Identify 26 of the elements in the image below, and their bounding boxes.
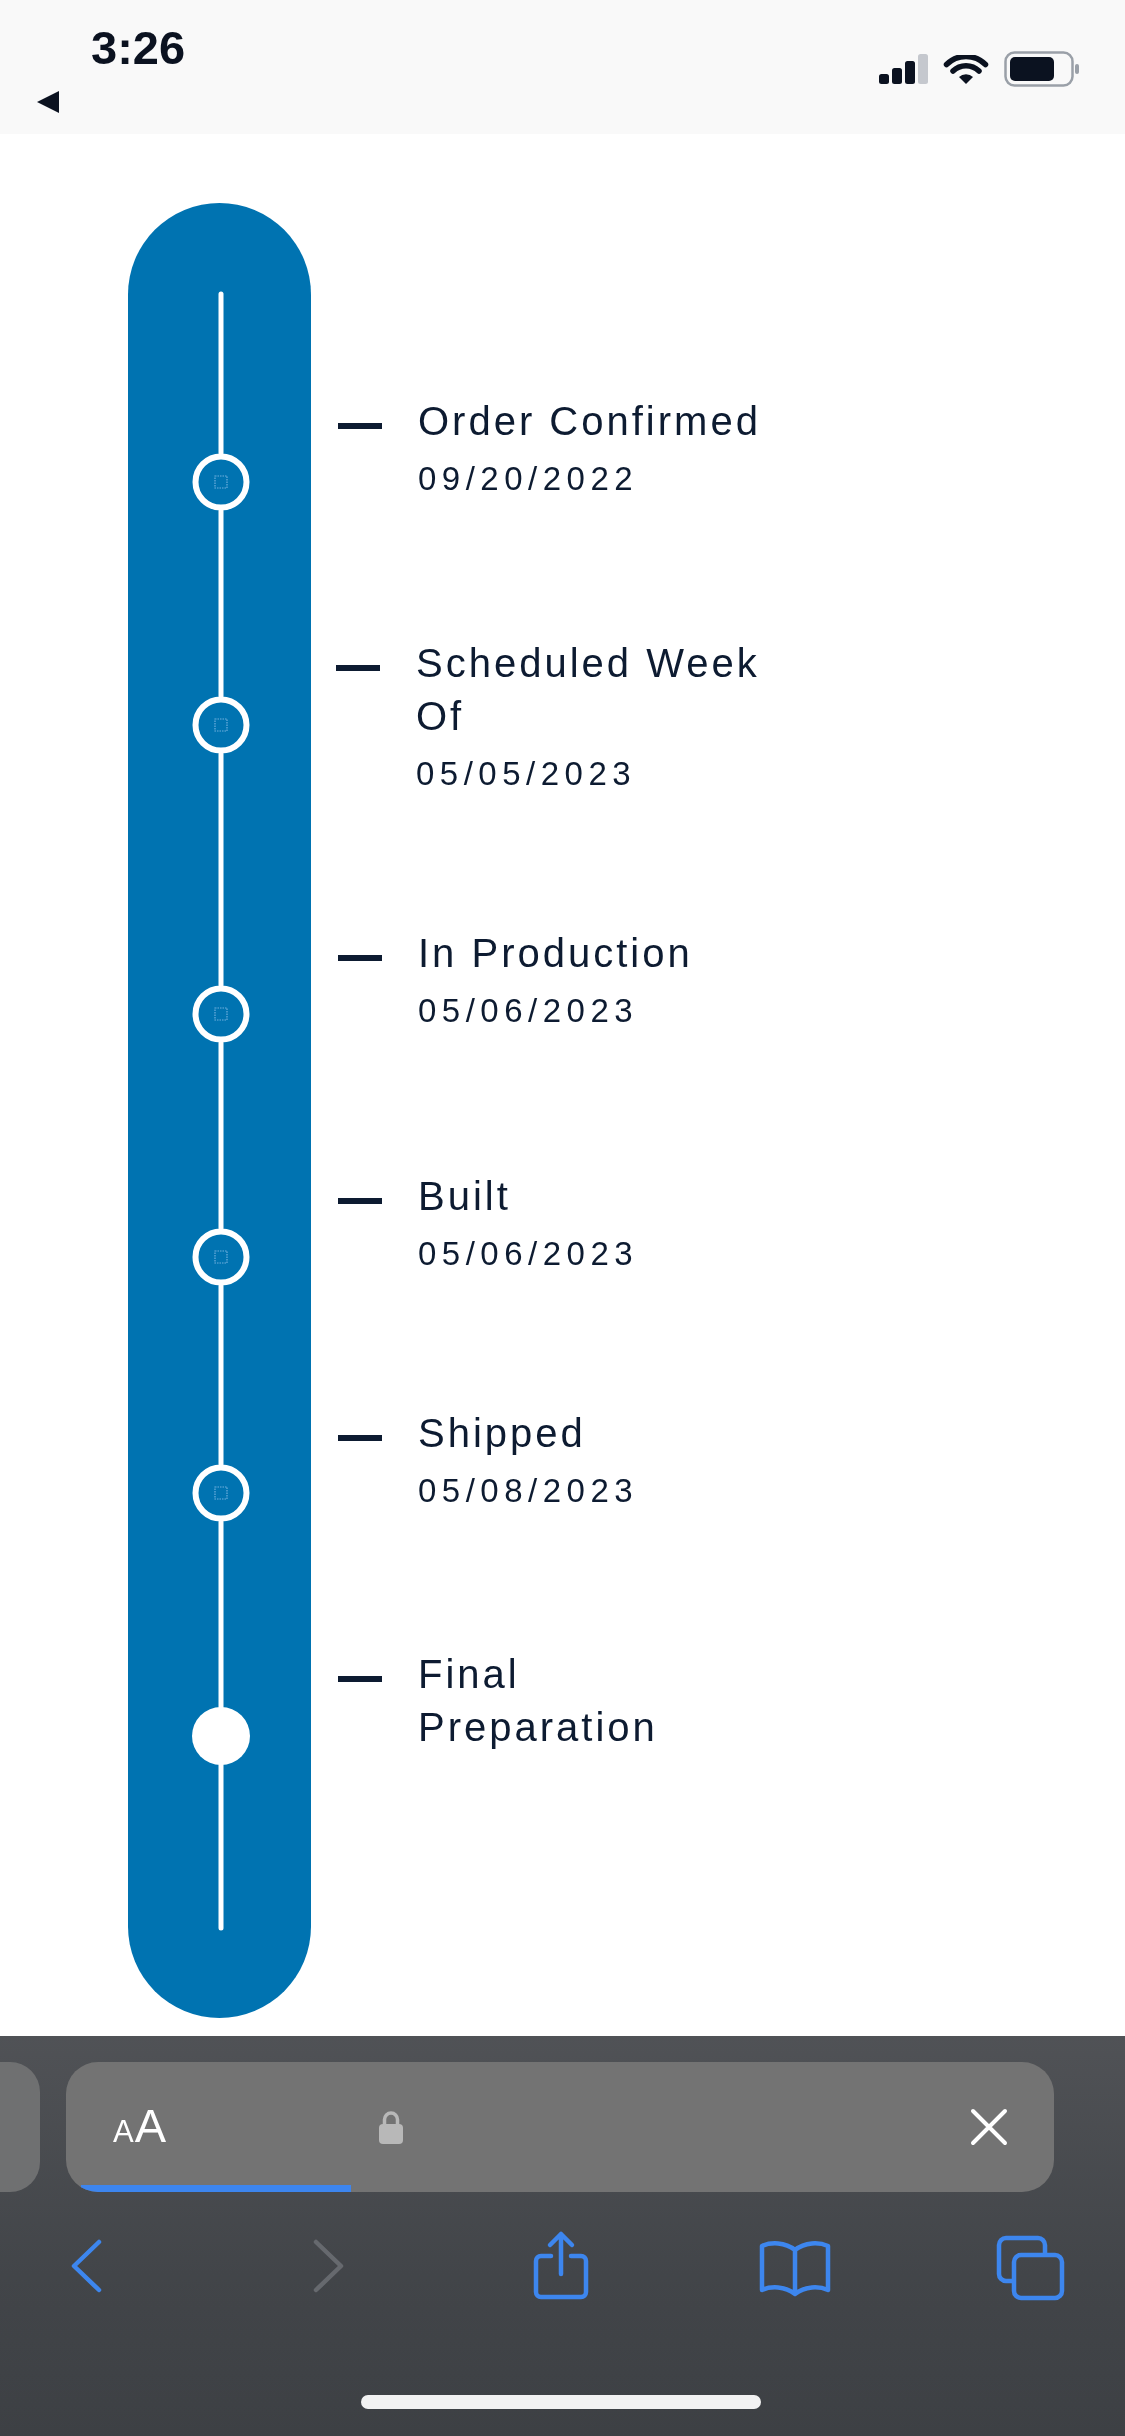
track-line — [218, 1283, 224, 1467]
track-line — [218, 1519, 224, 1710]
clock-time: 3:26 — [91, 24, 186, 71]
step-ring — [192, 1228, 250, 1286]
track-line — [218, 1762, 224, 1931]
text-size-button: AA — [113, 2099, 168, 2159]
step-dot — [192, 1707, 250, 1765]
step-date: 05/08/2023 — [418, 1471, 640, 1511]
step-title: Shipped — [418, 1410, 587, 1457]
track-line — [218, 291, 224, 456]
step-title: Scheduled Week Of — [416, 640, 761, 740]
step-title: Final Preparation — [418, 1651, 659, 1751]
step-date: 05/06/2023 — [418, 1234, 640, 1274]
step-date: 09/20/2022 — [418, 459, 640, 499]
step-ring — [192, 1464, 250, 1522]
step-title: In Production — [418, 930, 694, 977]
step-title: Order Confirmed — [418, 398, 762, 445]
step-ring — [192, 985, 250, 1043]
step-title: Built — [418, 1173, 512, 1220]
track-line — [218, 1040, 224, 1231]
track-line — [218, 751, 224, 988]
step-date: 05/05/2023 — [416, 754, 638, 794]
step-date: 05/06/2023 — [418, 991, 640, 1031]
step-ring — [192, 696, 250, 754]
step-ring — [192, 453, 250, 511]
track-line — [218, 508, 224, 699]
